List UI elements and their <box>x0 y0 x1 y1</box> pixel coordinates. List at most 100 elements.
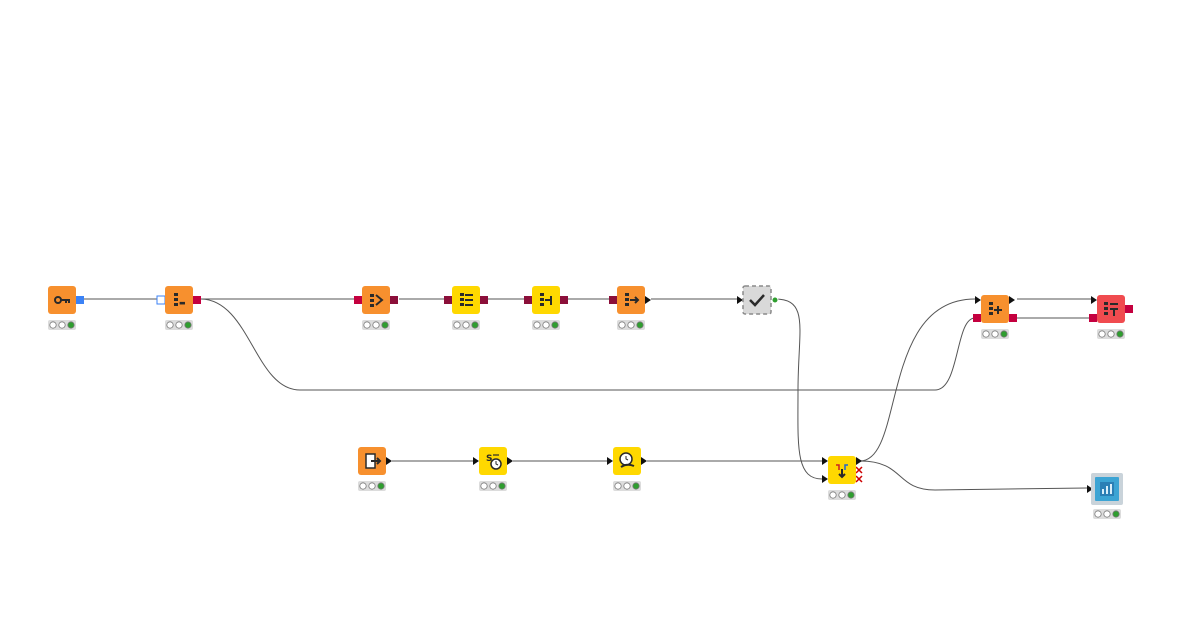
output-port[interactable] <box>645 296 651 304</box>
node-body[interactable] <box>362 286 390 314</box>
input-port[interactable] <box>822 457 828 465</box>
node-status-indicator <box>828 490 856 500</box>
node-body[interactable] <box>742 285 772 315</box>
data-explorer-node[interactable] <box>1087 473 1123 519</box>
join-arrow-icon <box>836 464 848 479</box>
status-light-green <box>1116 330 1124 338</box>
status-light-red <box>614 482 622 490</box>
node-status-indicator <box>358 481 386 491</box>
status-light-green <box>184 321 192 329</box>
db-write-icon <box>989 302 1002 315</box>
db-column-icon <box>540 293 552 306</box>
status-light-green <box>632 482 640 490</box>
output-port[interactable] <box>480 296 488 304</box>
output-port[interactable] <box>507 457 513 465</box>
checkmark-icon <box>749 294 765 307</box>
status-light-yellow <box>623 482 631 490</box>
svg-text:S: S <box>486 454 492 464</box>
credentials-node[interactable] <box>48 286 84 330</box>
key-icon <box>54 296 70 304</box>
bar-chart-icon <box>1100 482 1114 496</box>
status-light-red <box>166 321 174 329</box>
input-port[interactable] <box>1089 314 1097 322</box>
input-port[interactable] <box>975 296 981 304</box>
db-select-icon <box>370 294 384 307</box>
db-reader-node[interactable] <box>609 286 651 330</box>
input-port[interactable] <box>473 457 479 465</box>
status-light-red <box>618 321 626 329</box>
connection-layer <box>84 298 1091 491</box>
status-light-red <box>453 321 461 329</box>
status-light-yellow <box>838 491 846 499</box>
connection-line[interactable] <box>774 298 823 480</box>
node-body[interactable] <box>165 286 193 314</box>
db-connect-icon: ▬ <box>174 293 186 307</box>
input-port[interactable] <box>822 475 828 483</box>
input-port[interactable] <box>1091 296 1097 304</box>
output-port[interactable] <box>1125 305 1133 313</box>
output-port[interactable] <box>1009 314 1017 322</box>
db-read-icon <box>625 293 640 306</box>
status-light-green <box>636 321 644 329</box>
input-port[interactable] <box>354 296 362 304</box>
node-status-indicator <box>48 320 76 330</box>
output-port[interactable] <box>856 457 862 465</box>
input-port[interactable] <box>609 296 617 304</box>
input-port[interactable] <box>737 296 743 304</box>
connection-line[interactable] <box>200 298 976 391</box>
output-port[interactable] <box>390 296 398 304</box>
input-port[interactable] <box>607 457 613 465</box>
db-sql-executor-node[interactable] <box>1089 295 1133 339</box>
output-port[interactable] <box>771 296 779 304</box>
db-row-filter-node[interactable] <box>444 286 488 330</box>
status-light-green <box>498 482 506 490</box>
status-light-yellow <box>462 321 470 329</box>
input-port[interactable] <box>444 296 452 304</box>
status-light-red <box>1098 330 1106 338</box>
node-status-indicator <box>165 320 193 330</box>
status-light-green <box>67 321 75 329</box>
status-light-red <box>533 321 541 329</box>
db-filter-icon <box>460 293 473 306</box>
output-port[interactable] <box>76 296 84 304</box>
status-light-green <box>471 321 479 329</box>
node-layer: ▬S <box>48 285 1133 519</box>
output-port[interactable] <box>193 296 201 304</box>
status-light-red <box>359 482 367 490</box>
output-port[interactable] <box>1009 296 1015 304</box>
variable-port[interactable] <box>855 475 863 483</box>
status-light-green <box>381 321 389 329</box>
output-port[interactable] <box>386 457 392 465</box>
status-light-yellow <box>489 482 497 490</box>
output-port[interactable] <box>641 457 647 465</box>
string-to-clock-icon: S <box>486 454 502 470</box>
breakpoint-node[interactable] <box>737 285 779 315</box>
variable-port[interactable] <box>855 466 863 474</box>
date-time-shift-node[interactable] <box>607 447 647 491</box>
input-port[interactable] <box>973 314 981 322</box>
string-to-datetime-node[interactable]: S <box>473 447 513 491</box>
db-writer-node[interactable] <box>973 295 1017 339</box>
status-light-green <box>551 321 559 329</box>
db-table-selector-node[interactable] <box>354 286 398 330</box>
node-status-indicator <box>981 329 1009 339</box>
input-port[interactable] <box>156 295 166 305</box>
connection-line[interactable] <box>859 298 976 462</box>
status-light-yellow <box>542 321 550 329</box>
input-port[interactable] <box>524 296 532 304</box>
status-light-red <box>1094 510 1102 518</box>
joiner-node[interactable] <box>822 456 863 500</box>
status-light-red <box>829 491 837 499</box>
status-light-yellow <box>627 321 635 329</box>
node-status-indicator <box>532 320 560 330</box>
input-port[interactable] <box>1087 485 1093 493</box>
status-light-red <box>363 321 371 329</box>
table-creator-node[interactable] <box>358 447 392 491</box>
node-status-indicator <box>479 481 507 491</box>
status-light-yellow <box>368 482 376 490</box>
connection-line[interactable] <box>859 460 1088 491</box>
db-column-filter-node[interactable] <box>524 286 568 330</box>
db-connector-node[interactable]: ▬ <box>156 286 201 330</box>
output-port[interactable] <box>560 296 568 304</box>
